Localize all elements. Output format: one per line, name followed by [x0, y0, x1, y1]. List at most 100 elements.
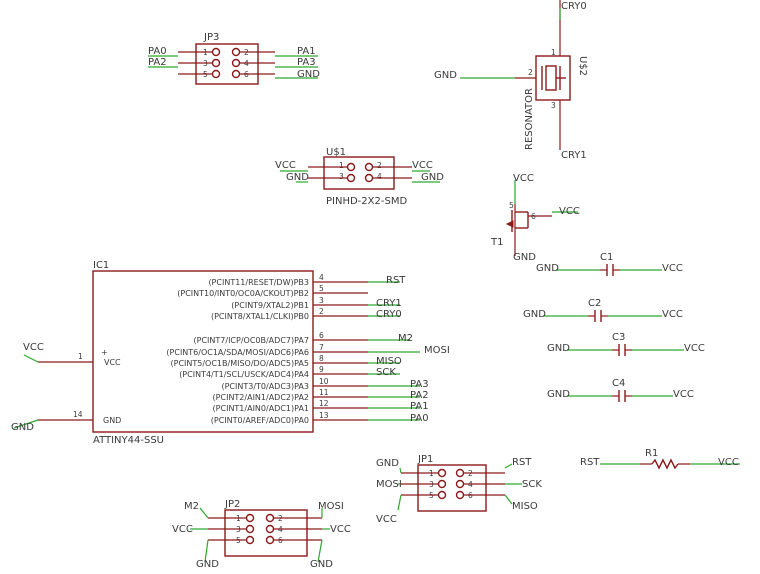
ic1-pin-name: (PCINT10/INT0/OC0A/CKOUT)PB2	[177, 289, 309, 298]
ic1-pin-name: (PCINT8/XTAL1/CLKI)PB0	[211, 312, 309, 321]
ic1-attiny44[interactable]: IC1 ATTINY44-SSU 1 14 + VCC GND VCC GND …	[11, 260, 450, 446]
ic1-net-label: CRY1	[376, 298, 402, 309]
capacitor-net-right: VCC	[673, 389, 694, 400]
ic1-net-label: MISO	[376, 356, 402, 367]
u1-name: U$1	[326, 147, 346, 158]
ic1-pin-num: 13	[319, 411, 329, 420]
capacitor-name: C1	[600, 252, 613, 263]
capacitor-net-left: GND	[547, 389, 570, 400]
ic1-net-label: M2	[398, 333, 413, 344]
jp3-name: JP3	[203, 32, 219, 43]
ic1-value: ATTINY44-SSU	[93, 435, 164, 446]
ic1-pin-num: 6	[319, 331, 324, 340]
u2-name: U$2	[577, 56, 588, 76]
t1-transistor[interactable]: 5 6 T1 VCC VCC GND	[490, 173, 580, 263]
u1-pin1: 1	[339, 161, 344, 170]
ic1-net-label: CRY0	[376, 309, 402, 320]
ic1-pin-num: 11	[319, 388, 329, 397]
u1-header[interactable]: U$1 PINHD-2X2-SMD 1 2 3 4 VCC GND VCC GN…	[275, 147, 444, 207]
jp3-net-pa0: PA0	[148, 46, 167, 57]
jp2-net-vcc-right: VCC	[330, 524, 351, 535]
ic1-net-gnd: GND	[11, 422, 34, 433]
u2-pin3: 3	[551, 101, 556, 110]
r1-resistor[interactable]: R1 RST VCC	[580, 448, 740, 470]
jp2-name: JP2	[224, 499, 240, 510]
jp3-net-pa2: PA2	[148, 57, 167, 68]
ic1-pin-name: (PCINT9/XTAL2)PB1	[231, 301, 309, 310]
jp1-net-miso: MISO	[512, 501, 538, 512]
jp2-net-vcc-left: VCC	[172, 524, 193, 535]
ic1-net-label: RST	[386, 275, 406, 286]
ic1-pin-name: (PCINT5/OC1B/MISO/DO/ADC5)PA5	[171, 359, 310, 368]
ic1-pin-name: (PCINT7/ICP/OC0B/ADC7)PA7	[194, 336, 309, 345]
u2-resonator[interactable]: 1 2 3 U$2 RESONATOR CRY0 GND CRY1	[434, 0, 588, 161]
u2-pin2: 2	[528, 68, 533, 77]
capacitor-net-right: VCC	[684, 343, 705, 354]
u2-value: RESONATOR	[524, 88, 535, 150]
u1-body	[323, 156, 395, 190]
jp3-net-gnd: GND	[297, 69, 320, 80]
jp1-name: JP1	[417, 454, 433, 465]
ic1-pin-name: (PCINT6/OC1A/SDA/MOSI/ADC6)PA6	[166, 348, 309, 357]
t1-net-vcc-top: VCC	[513, 173, 534, 184]
u1-net-vcc-right: VCC	[412, 160, 433, 171]
ic1-pin-num: 7	[319, 343, 324, 352]
ic1-pin1-name: VCC	[104, 358, 121, 367]
jp1-net-vcc: VCC	[376, 514, 397, 525]
capacitor-net-right: VCC	[662, 309, 683, 320]
jp2-header[interactable]: JP2 1 2 3 4 5 6 M2 MOSI VCC VCC GND GND	[172, 499, 351, 570]
jp3-net-pa3: PA3	[297, 57, 316, 68]
ic1-net-label: PA3	[410, 379, 429, 390]
capacitor-net-left: GND	[523, 309, 546, 320]
capacitor-net-left: GND	[547, 343, 570, 354]
capacitor-name: C2	[588, 298, 601, 309]
jp3-header[interactable]: JP3 1 2 3 4 5 6 PA0 PA2 PA1 PA3 GND	[148, 32, 320, 85]
ic1-pin-num: 5	[319, 284, 324, 293]
ic1-pin-name: (PCINT4/T1/SCL/USCK/ADC4)PA4	[179, 370, 309, 379]
ic1-name: IC1	[93, 260, 109, 271]
r1-name: R1	[645, 448, 658, 459]
t1-net-gnd: GND	[513, 252, 536, 263]
ic1-pin-num: 10	[319, 377, 329, 386]
jp1-net-mosi: MOSI	[376, 479, 402, 490]
jp2-net-m2: M2	[184, 501, 199, 512]
ic1-pin-name: (PCINT1/AIN0/ADC1)PA1	[213, 404, 309, 413]
u1-pin2: 2	[377, 161, 382, 170]
jp1-net-rst: RST	[512, 457, 532, 468]
u2-net-cry1: CRY1	[561, 150, 587, 161]
ic1-pin-name: (PCINT2/AIN1/ADC2)PA2	[213, 393, 309, 402]
r1-net-rst: RST	[580, 457, 600, 468]
jp3-body	[195, 43, 259, 85]
t1-pin6: 6	[531, 212, 536, 221]
capacitor-name: C4	[612, 378, 625, 389]
ic1-net-label: PA2	[410, 390, 429, 401]
ic1-pin-num: 2	[319, 307, 324, 316]
jp1-header[interactable]: JP1 1 2 3 4 5 6 GND MOSI VCC RST SCK MIS…	[376, 454, 542, 525]
jp3-net-pa1: PA1	[297, 46, 316, 57]
ic1-pin-num: 9	[319, 365, 324, 374]
t1-net-vcc-right: VCC	[559, 206, 580, 217]
ic1-pin-num: 3	[319, 296, 324, 305]
jp2-net-mosi: MOSI	[318, 501, 344, 512]
ic1-net-label: PA0	[410, 413, 429, 424]
ic1-pin-num: 4	[319, 273, 324, 282]
jp1-net-sck: SCK	[522, 479, 542, 490]
ic1-net-label: MOSI	[424, 345, 450, 356]
ic1-vcc-mark: +	[101, 348, 108, 357]
u2-net-gnd: GND	[434, 70, 457, 81]
jp2-net-gnd-left: GND	[196, 559, 219, 570]
t1-pin5: 5	[509, 201, 514, 210]
jp1-net-gnd: GND	[376, 458, 399, 469]
capacitor-name: C3	[612, 332, 625, 343]
ic1-net-vcc: VCC	[23, 342, 44, 353]
jp2-net-gnd-right: GND	[310, 559, 333, 570]
u1-net-vcc-left: VCC	[275, 160, 296, 171]
ic1-pin-name: (PCINT0/AREF/ADC0)PA0	[211, 416, 309, 425]
jp2-body	[224, 509, 308, 557]
